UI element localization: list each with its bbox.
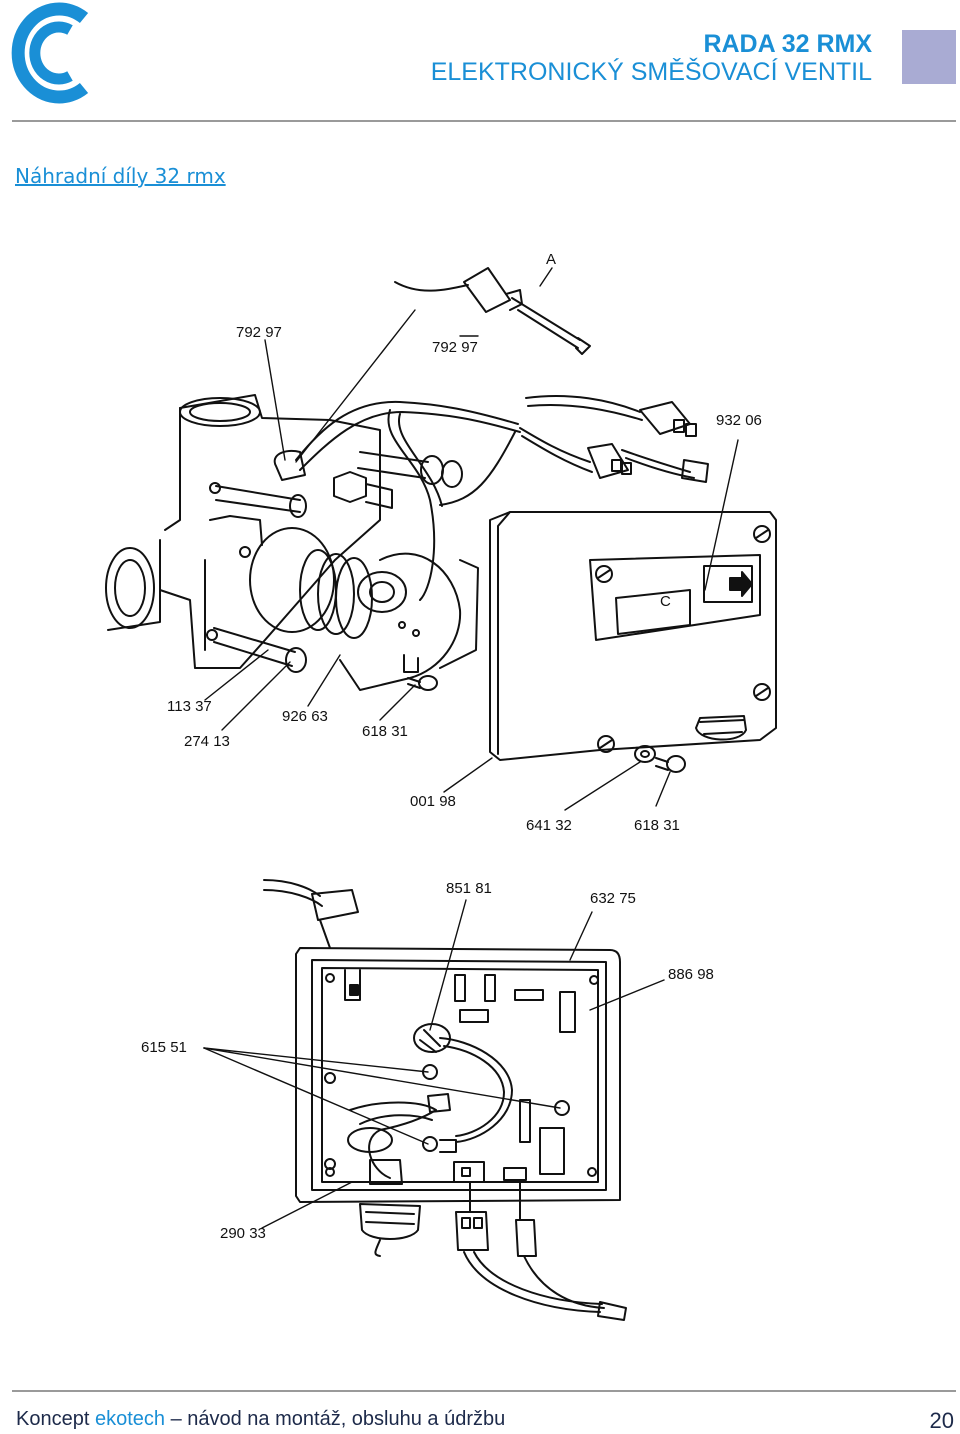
control-knob bbox=[359, 1203, 421, 1257]
valve-body bbox=[105, 394, 381, 669]
label-618-31-lower: 618 31 bbox=[634, 817, 680, 834]
cable-harness bbox=[273, 395, 695, 601]
product-title: RADA 32 RMX bbox=[703, 30, 872, 58]
header-decoration-square bbox=[902, 30, 956, 84]
label-274-13: 274 13 bbox=[184, 733, 230, 750]
footer-text: Koncept ekotech – návod na montáž, obslu… bbox=[16, 1408, 505, 1431]
label-a: A bbox=[546, 251, 556, 268]
document-header: RADA 32 RMX ELEKTRONICKÝ SMĚŠOVACÍ VENTI… bbox=[431, 30, 872, 86]
external-cables bbox=[263, 879, 627, 1321]
temperature-probe bbox=[394, 267, 591, 355]
leader-lines-upper bbox=[204, 267, 739, 811]
label-618-31-upper: 618 31 bbox=[362, 723, 408, 740]
header-rule bbox=[12, 120, 956, 122]
label-615-51: 615 51 bbox=[141, 1039, 187, 1056]
footer-prefix: Koncept bbox=[16, 1408, 90, 1430]
label-641-32: 641 32 bbox=[526, 817, 572, 834]
label-926-63: 926 63 bbox=[282, 708, 328, 725]
footer-description: – návod na montáž, obsluhu a údržbu bbox=[170, 1408, 506, 1430]
footer-rule bbox=[12, 1390, 956, 1392]
label-851-81: 851 81 bbox=[446, 880, 492, 897]
section-title: Náhradní díly 32 rmx bbox=[15, 164, 226, 188]
label-113-37: 113 37 bbox=[167, 698, 212, 715]
washer-and-screw bbox=[634, 745, 686, 773]
page-number: 20 bbox=[929, 1408, 954, 1433]
internal-wiring bbox=[347, 1037, 513, 1179]
controller-back-plate bbox=[295, 947, 621, 1203]
product-subtitle: ELEKTRONICKÝ SMĚŠOVACÍ VENTIL bbox=[430, 58, 872, 86]
label-290-33: 290 33 bbox=[220, 1225, 266, 1242]
label-632-75: 632 75 bbox=[590, 890, 636, 907]
label-886-98: 886 98 bbox=[668, 966, 714, 983]
display-c: C bbox=[660, 593, 671, 610]
label-792-97-right: 792 97 bbox=[432, 339, 478, 356]
footer-brand: ekotech bbox=[94, 1408, 166, 1430]
controller-housing bbox=[489, 511, 777, 761]
mixing-cartridge bbox=[249, 527, 479, 691]
label-792-97-left: 792 97 bbox=[236, 324, 282, 341]
label-932-06: 932 06 bbox=[716, 412, 762, 429]
cable-connectors bbox=[587, 401, 709, 483]
label-001-98: 001 98 bbox=[410, 793, 456, 810]
mounting-pins bbox=[213, 451, 463, 673]
company-logo bbox=[11, 2, 89, 104]
leader-lines-lower bbox=[203, 899, 665, 1229]
hex-nut bbox=[333, 471, 393, 509]
